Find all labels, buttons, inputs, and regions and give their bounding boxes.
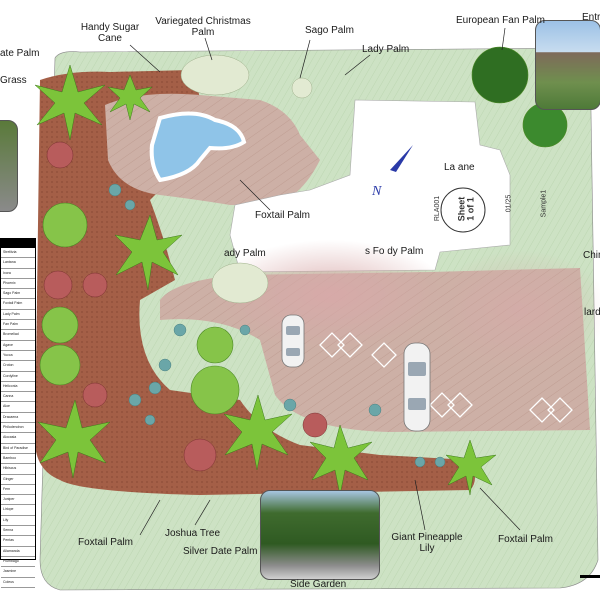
leader-lines bbox=[129, 27, 521, 536]
legend-row: Ginger bbox=[1, 475, 35, 485]
paver-diamonds bbox=[319, 332, 573, 423]
legend-row: Plumbago bbox=[1, 557, 35, 568]
legend-row: Dracaena bbox=[1, 413, 35, 424]
svg-text:N: N bbox=[371, 184, 382, 199]
label-handy-sugar-cane: Handy Sugar Cane bbox=[80, 22, 140, 44]
label-lady-palm-mid: ady Palm bbox=[224, 248, 266, 259]
label-lady-palm-top: Lady Palm bbox=[362, 44, 410, 55]
legend-row: Senna bbox=[1, 526, 35, 537]
legend-row: Pentas bbox=[1, 536, 35, 547]
legend-row: Liriope bbox=[1, 505, 35, 516]
label-side-garden: Side Garden bbox=[290, 579, 347, 590]
car-left bbox=[281, 314, 305, 368]
legend-row: Agave bbox=[1, 341, 35, 351]
legend-row: Lady Palm bbox=[1, 310, 35, 321]
left-edge-photo bbox=[0, 120, 18, 212]
sheet-line2: 1 of 1 bbox=[465, 197, 476, 221]
label-foxtail-palm-bottom-right: Foxtail Palm bbox=[498, 534, 554, 545]
variegated-plants bbox=[180, 54, 313, 304]
palm-plants bbox=[34, 64, 497, 496]
small-groundcover bbox=[108, 183, 446, 468]
sheet-code3: Sample1 bbox=[540, 189, 548, 218]
legend-row: Alocasia bbox=[1, 433, 35, 444]
label-entry: Entr bbox=[582, 12, 600, 23]
car-right bbox=[403, 342, 431, 432]
legend-row: Fern bbox=[1, 485, 35, 496]
legend-row: Jasmine bbox=[1, 567, 35, 578]
label-lard: lard bbox=[584, 307, 600, 318]
label-variegated-christmas-palm: Variegated Christmas Palm bbox=[155, 16, 251, 38]
label-foxtail-palm-center: Foxtail Palm bbox=[255, 210, 311, 221]
legend-row: Sago Palm bbox=[1, 289, 35, 300]
legend-row: Phoenix bbox=[1, 279, 35, 290]
legend-row: Allamanda bbox=[1, 547, 35, 557]
legend-row: Lantana bbox=[1, 258, 35, 269]
legend-row: Fan Palm bbox=[1, 320, 35, 331]
accent-plants bbox=[43, 141, 328, 472]
sheet-title: Sheet 1 of 1 bbox=[456, 197, 476, 222]
label-joshua-tree: Joshua Tree bbox=[165, 528, 221, 539]
legend-row: Bromeliad bbox=[1, 330, 35, 341]
label-lacane: La ane bbox=[444, 162, 475, 173]
legend-row: Coleus bbox=[1, 578, 35, 588]
legend-row: Lily bbox=[1, 516, 35, 527]
label-european-fan-palm: European Fan Palm bbox=[456, 15, 545, 26]
sheet-circle bbox=[440, 187, 486, 233]
entry-photo bbox=[535, 20, 600, 110]
pool bbox=[149, 111, 247, 183]
legend-row: Cordyline bbox=[1, 372, 35, 382]
legend-row: Strelitzia bbox=[1, 248, 35, 259]
label-date-palm: ate Palm bbox=[0, 48, 40, 59]
label-giant-pineapple-lily: Giant Pineapple Lily bbox=[391, 532, 463, 554]
label-silver-date-palm: Silver Date Palm bbox=[183, 546, 258, 557]
sheet-code2: 01/25 bbox=[505, 194, 513, 213]
label-foxy-palm: s Fo dy Palm bbox=[365, 246, 424, 257]
legend-row: Foxtail Palm bbox=[1, 299, 35, 310]
label-chin: Chin bbox=[583, 250, 600, 261]
legend-row: Juniper bbox=[1, 495, 35, 506]
legend-row: Canna bbox=[1, 392, 35, 403]
round-shrubs bbox=[39, 46, 568, 415]
label-sago-palm: Sago Palm bbox=[305, 25, 354, 36]
sheet-code1: RLA001 bbox=[434, 195, 442, 222]
side-garden-photo bbox=[260, 490, 380, 580]
legend-header bbox=[1, 239, 35, 248]
legend-row: Bamboo bbox=[1, 454, 35, 465]
legend-row: Aloe bbox=[1, 402, 35, 413]
legend-row: Heliconia bbox=[1, 382, 35, 393]
legend-row: Croton bbox=[1, 361, 35, 372]
label-grass: Grass bbox=[0, 75, 27, 86]
scale-bar bbox=[580, 575, 600, 578]
legend-row: Yucca bbox=[1, 351, 35, 362]
legend-row: Philodendron bbox=[1, 423, 35, 434]
label-foxtail-palm-bottom-left: Foxtail Palm bbox=[78, 537, 134, 548]
legend-row: Bird of Paradise bbox=[1, 444, 35, 454]
legend-row: Ixora bbox=[1, 269, 35, 279]
legend-row: Hibiscus bbox=[1, 464, 35, 475]
north-arrow-icon: N bbox=[371, 145, 413, 199]
